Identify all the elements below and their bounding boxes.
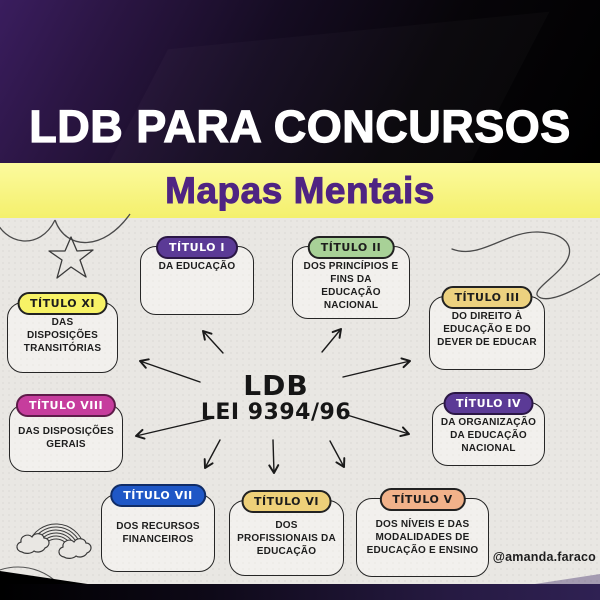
node-titulo-vii: TÍTULO VII DOS RECURSOS FINANCEIROS — [101, 484, 215, 572]
page-title: LDB PARA CONCURSOS — [29, 101, 571, 152]
center-node: LDB LEI 9394/96 — [190, 371, 362, 425]
author-handle: @amanda.faraco — [492, 550, 596, 564]
node-titulo-ii: TÍTULO II DOS PRINCÍPIOS E FINS DA EDUCA… — [292, 236, 410, 319]
node-pill-titulo-iv: TÍTULO IV — [443, 392, 534, 415]
node-text-titulo-ii: DOS PRINCÍPIOS E FINS DA EDUCAÇÃO NACION… — [303, 261, 399, 311]
subtitle-banner: Mapas Mentais — [0, 163, 600, 218]
node-pill-titulo-vi: TÍTULO VI — [241, 490, 332, 513]
center-title: LDB — [243, 369, 309, 402]
node-titulo-iii: TÍTULO III DO DIREITO À EDUCAÇÃO E DO DE… — [429, 286, 545, 370]
center-law-number: LEI 9394/96 — [200, 400, 352, 425]
node-text-titulo-iii: DO DIREITO À EDUCAÇÃO E DO DEVER DE EDUC… — [437, 311, 537, 348]
node-pill-titulo-iii: TÍTULO III — [441, 286, 533, 309]
node-titulo-i: TÍTULO I DA EDUCAÇÃO — [140, 236, 254, 315]
page-subtitle: Mapas Mentais — [165, 169, 435, 211]
node-titulo-viii: TÍTULO VIII DAS DISPOSIÇÕES GERAIS — [9, 394, 123, 472]
node-titulo-iv: TÍTULO IV DA ORGANIZAÇÃO DA EDUCAÇÃO NAC… — [432, 392, 545, 466]
node-text-titulo-iv: DA ORGANIZAÇÃO DA EDUCAÇÃO NACIONAL — [440, 417, 537, 454]
node-pill-titulo-ii: TÍTULO II — [307, 236, 395, 259]
node-text-titulo-i: DA EDUCAÇÃO — [158, 261, 236, 272]
node-text-titulo-vi: DOS PROFISSIONAIS DA EDUCAÇÃO — [237, 519, 336, 557]
node-text-titulo-v: DOS NÍVEIS E DAS MODALIDADES DE EDUCAÇÃO… — [366, 519, 479, 556]
footer-strip — [0, 584, 600, 600]
node-pill-titulo-i: TÍTULO I — [156, 236, 238, 259]
node-text-titulo-vii: DOS RECURSOS FINANCEIROS — [116, 521, 200, 545]
node-pill-titulo-viii: TÍTULO VIII — [15, 394, 117, 417]
node-text-titulo-viii: DAS DISPOSIÇÕES GERAIS — [18, 426, 114, 450]
header: LDB PARA CONCURSOS — [0, 0, 600, 163]
node-titulo-xi: TÍTULO XI DAS DISPOSIÇÕES TRANSITÓRIAS — [7, 292, 118, 373]
node-titulo-vi: TÍTULO VI DOS PROFISSIONAIS DA EDUCAÇÃO — [229, 490, 344, 576]
node-pill-titulo-xi: TÍTULO XI — [17, 292, 108, 315]
node-pill-titulo-vii: TÍTULO VII — [110, 484, 206, 507]
node-titulo-v: TÍTULO V DOS NÍVEIS E DAS MODALIDADES DE… — [356, 488, 489, 577]
node-pill-titulo-v: TÍTULO V — [379, 488, 466, 511]
node-text-titulo-xi: DAS DISPOSIÇÕES TRANSITÓRIAS — [23, 317, 102, 354]
